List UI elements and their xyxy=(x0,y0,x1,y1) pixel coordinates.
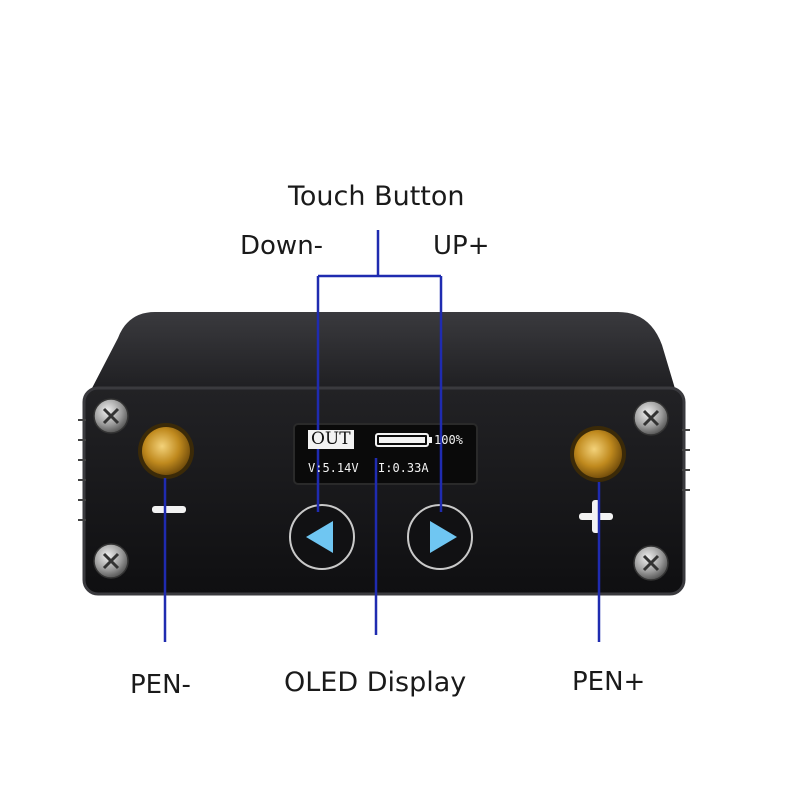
oled-display-callout: OLED Display xyxy=(284,667,467,698)
down-button xyxy=(289,504,355,570)
right-triangle-icon xyxy=(430,521,457,553)
screw-bottom-left xyxy=(93,543,129,579)
leader-lines xyxy=(163,230,601,642)
minus-sign-mark xyxy=(152,506,186,513)
pen-minus-terminal xyxy=(138,423,194,479)
pen-minus-callout: PEN- xyxy=(130,670,191,700)
enclosure-face xyxy=(84,388,684,594)
screw-top-left xyxy=(93,398,129,434)
down-callout: Down- xyxy=(240,231,324,261)
pen-plus-callout: PEN+ xyxy=(572,667,646,697)
up-callout: UP+ xyxy=(433,231,490,261)
screw-bottom-right xyxy=(633,545,669,581)
oled-voltage-readout: V:5.14V xyxy=(308,461,359,475)
up-button xyxy=(407,504,473,570)
enclosure-top xyxy=(90,312,676,392)
oled-current-readout: I:0.33A xyxy=(378,461,429,475)
screw-top-right xyxy=(633,400,669,436)
oled-battery-percent: 100% xyxy=(434,433,463,447)
pen-plus-terminal xyxy=(570,426,626,482)
battery-icon xyxy=(375,433,432,447)
left-triangle-icon xyxy=(306,521,333,553)
oled-mode-label: OUT xyxy=(308,430,354,449)
touch-button-callout: Touch Button xyxy=(288,181,465,212)
